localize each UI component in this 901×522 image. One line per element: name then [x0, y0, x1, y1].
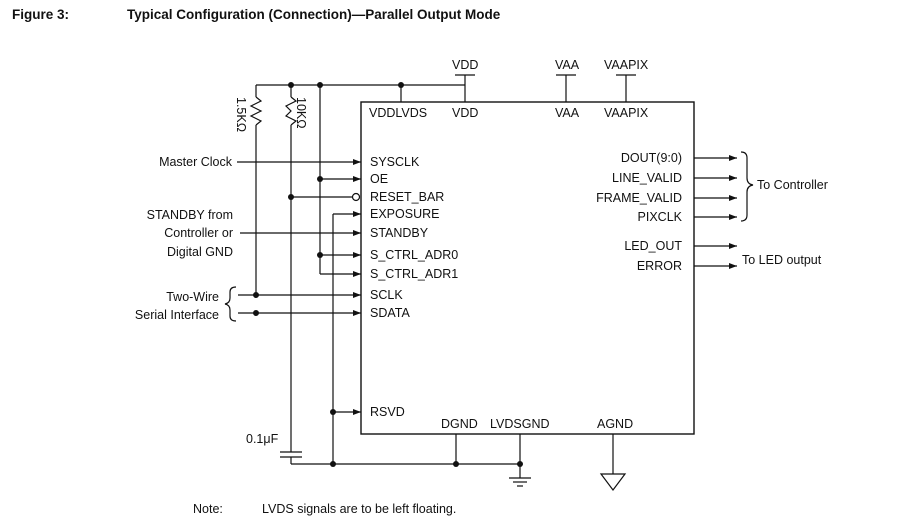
pin-error: ERROR	[637, 259, 682, 273]
pin-agnd: AGND	[597, 417, 633, 431]
pin-s-ctrl-adr1: S_CTRL_ADR1	[370, 267, 458, 281]
pin-frame-valid: FRAME_VALID	[596, 191, 682, 205]
pin-dgnd: DGND	[441, 417, 478, 431]
pin-oe: OE	[370, 172, 388, 186]
pin-dout: DOUT(9:0)	[621, 151, 682, 165]
standby-source-line-3: Digital GND	[167, 245, 233, 259]
standby-source-line-1: STANDBY from	[147, 208, 233, 222]
pin-pixclk: PIXCLK	[638, 210, 683, 224]
input-wiring	[237, 159, 361, 415]
figure-title: Typical Configuration (Connection)—Paral…	[127, 7, 501, 22]
two-wire-label-line-2: Serial Interface	[135, 308, 219, 322]
sensor-chip	[360, 101, 695, 435]
note-text: LVDS signals are to be left floating.	[262, 502, 456, 516]
pin-vddlvds: VDDLVDS	[369, 106, 427, 120]
resistor-10k	[284, 85, 298, 452]
two-wire-brace	[224, 286, 237, 322]
pin-reset-bar: RESET_BAR	[370, 190, 444, 204]
resistor-1-5k	[249, 85, 263, 295]
vaapix-supply-label: VAAPIX	[604, 58, 649, 72]
output-wiring	[694, 155, 737, 269]
pin-sdata: SDATA	[370, 306, 410, 320]
power-wiring	[256, 74, 636, 102]
pin-line-valid: LINE_VALID	[612, 171, 682, 185]
controller-brace	[740, 151, 754, 222]
vdd-supply-label: VDD	[452, 58, 478, 72]
pin-vaapix: VAAPIX	[604, 106, 649, 120]
pin-vdd: VDD	[452, 106, 478, 120]
to-controller-label: To Controller	[757, 178, 828, 192]
vaa-supply-label: VAA	[555, 58, 580, 72]
standby-source-line-2: Controller or	[164, 226, 233, 240]
capacitor-label: 0.1μF	[246, 432, 279, 446]
pin-rsvd: RSVD	[370, 405, 405, 419]
capacitor	[280, 451, 302, 464]
pin-lvdsgnd: LVDSGND	[490, 417, 550, 431]
two-wire-label-line-1: Two-Wire	[166, 290, 219, 304]
pin-led-out: LED_OUT	[624, 239, 682, 253]
pin-exposure: EXPOSURE	[370, 207, 439, 221]
resistor-1-5k-label: 1.5KΩ	[234, 97, 248, 132]
note-label: Note:	[193, 502, 223, 516]
figure-number: Figure 3:	[12, 7, 69, 22]
pin-s-ctrl-adr0: S_CTRL_ADR0	[370, 248, 458, 262]
pin-vaa: VAA	[555, 106, 580, 120]
pin-sysclk: SYSCLK	[370, 155, 420, 169]
pin-standby: STANDBY	[370, 226, 429, 240]
to-led-output-label: To LED output	[742, 253, 822, 267]
pin-sclk: SCLK	[370, 288, 403, 302]
master-clock-label: Master Clock	[159, 155, 233, 169]
agnd-ground-symbol	[599, 434, 627, 491]
resistor-10k-label: 10KΩ	[294, 97, 308, 129]
